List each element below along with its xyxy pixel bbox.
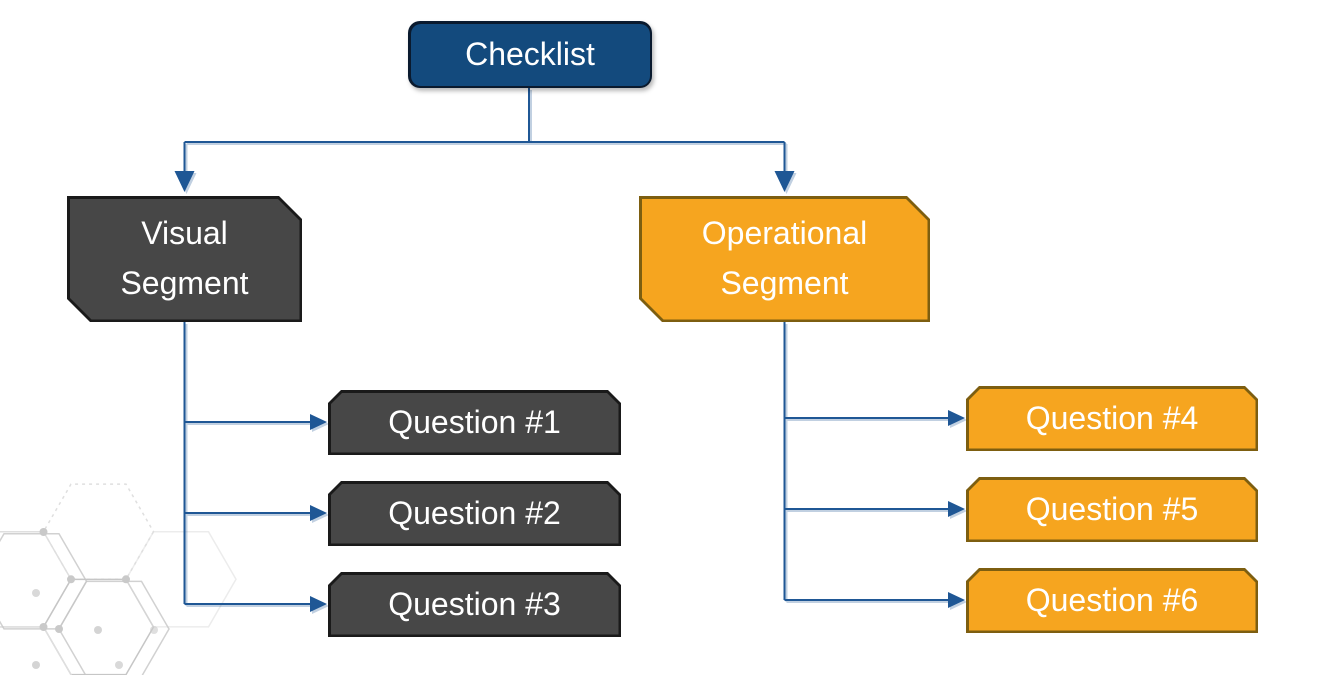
question-3-node: Question #3	[328, 572, 621, 637]
arrowhead-right-question-5	[948, 501, 965, 517]
question-1-shape	[328, 390, 621, 455]
connector-operational-to-questions	[783, 322, 949, 601]
operational-segment-label: Operational Segment	[701, 215, 868, 301]
question-4-label: Question #4	[1025, 399, 1199, 436]
hexagon-icon	[58, 580, 170, 675]
question-5-node: Question #5	[966, 477, 1258, 542]
arrowhead-right-question-1	[310, 414, 327, 430]
connector-root-to-branches	[183, 88, 786, 173]
question-4-shape	[966, 386, 1258, 451]
question-2-node: Question #2	[328, 481, 621, 546]
question-2-shape	[328, 481, 621, 546]
arrowhead-right-question-4	[948, 410, 965, 426]
question-5-label: Question #5	[1025, 490, 1199, 527]
question-1-node: Question #1	[328, 390, 621, 455]
hexagon-pattern-decoration	[0, 483, 237, 675]
arrowhead-right-question-6	[948, 592, 965, 608]
hexagon-icon	[42, 578, 155, 675]
question-4-node: Question #4	[966, 386, 1258, 451]
question-5-shape	[966, 477, 1258, 542]
checklist-node-shape	[408, 21, 652, 88]
operational-segment-shape	[639, 196, 930, 322]
question-2-label: Question #2	[388, 494, 561, 531]
hexagon-icon	[125, 530, 237, 628]
hexagon-icon	[0, 532, 88, 630]
visual-segment-node: Visual Segment	[67, 196, 302, 322]
question-3-shape	[328, 572, 621, 637]
hexagon-vertex-dots	[32, 528, 158, 669]
checklist-node-label: Checklist	[465, 35, 595, 72]
hexagon-outlines	[0, 483, 237, 675]
hexagon-icon	[0, 626, 72, 675]
question-6-label: Question #6	[1025, 581, 1199, 618]
hexagon-icon	[42, 483, 155, 581]
arrowhead-right-question-3	[310, 596, 327, 612]
arrowhead-down-operational-segment	[774, 171, 795, 192]
question-3-label: Question #3	[388, 585, 561, 622]
visual-segment-shape	[67, 196, 302, 322]
hexagon-icon	[0, 530, 72, 628]
operational-segment-node: Operational Segment	[639, 196, 930, 322]
arrowhead-down-visual-segment	[174, 171, 195, 192]
connector-visual-to-questions	[183, 322, 311, 605]
question-6-shape	[966, 568, 1258, 633]
question-6-node: Question #6	[966, 568, 1258, 633]
arrowhead-right-question-2	[310, 505, 327, 521]
question-1-label: Question #1	[388, 403, 561, 440]
visual-segment-label: Visual Segment	[120, 215, 249, 301]
checklist-node: Checklist	[408, 21, 652, 88]
